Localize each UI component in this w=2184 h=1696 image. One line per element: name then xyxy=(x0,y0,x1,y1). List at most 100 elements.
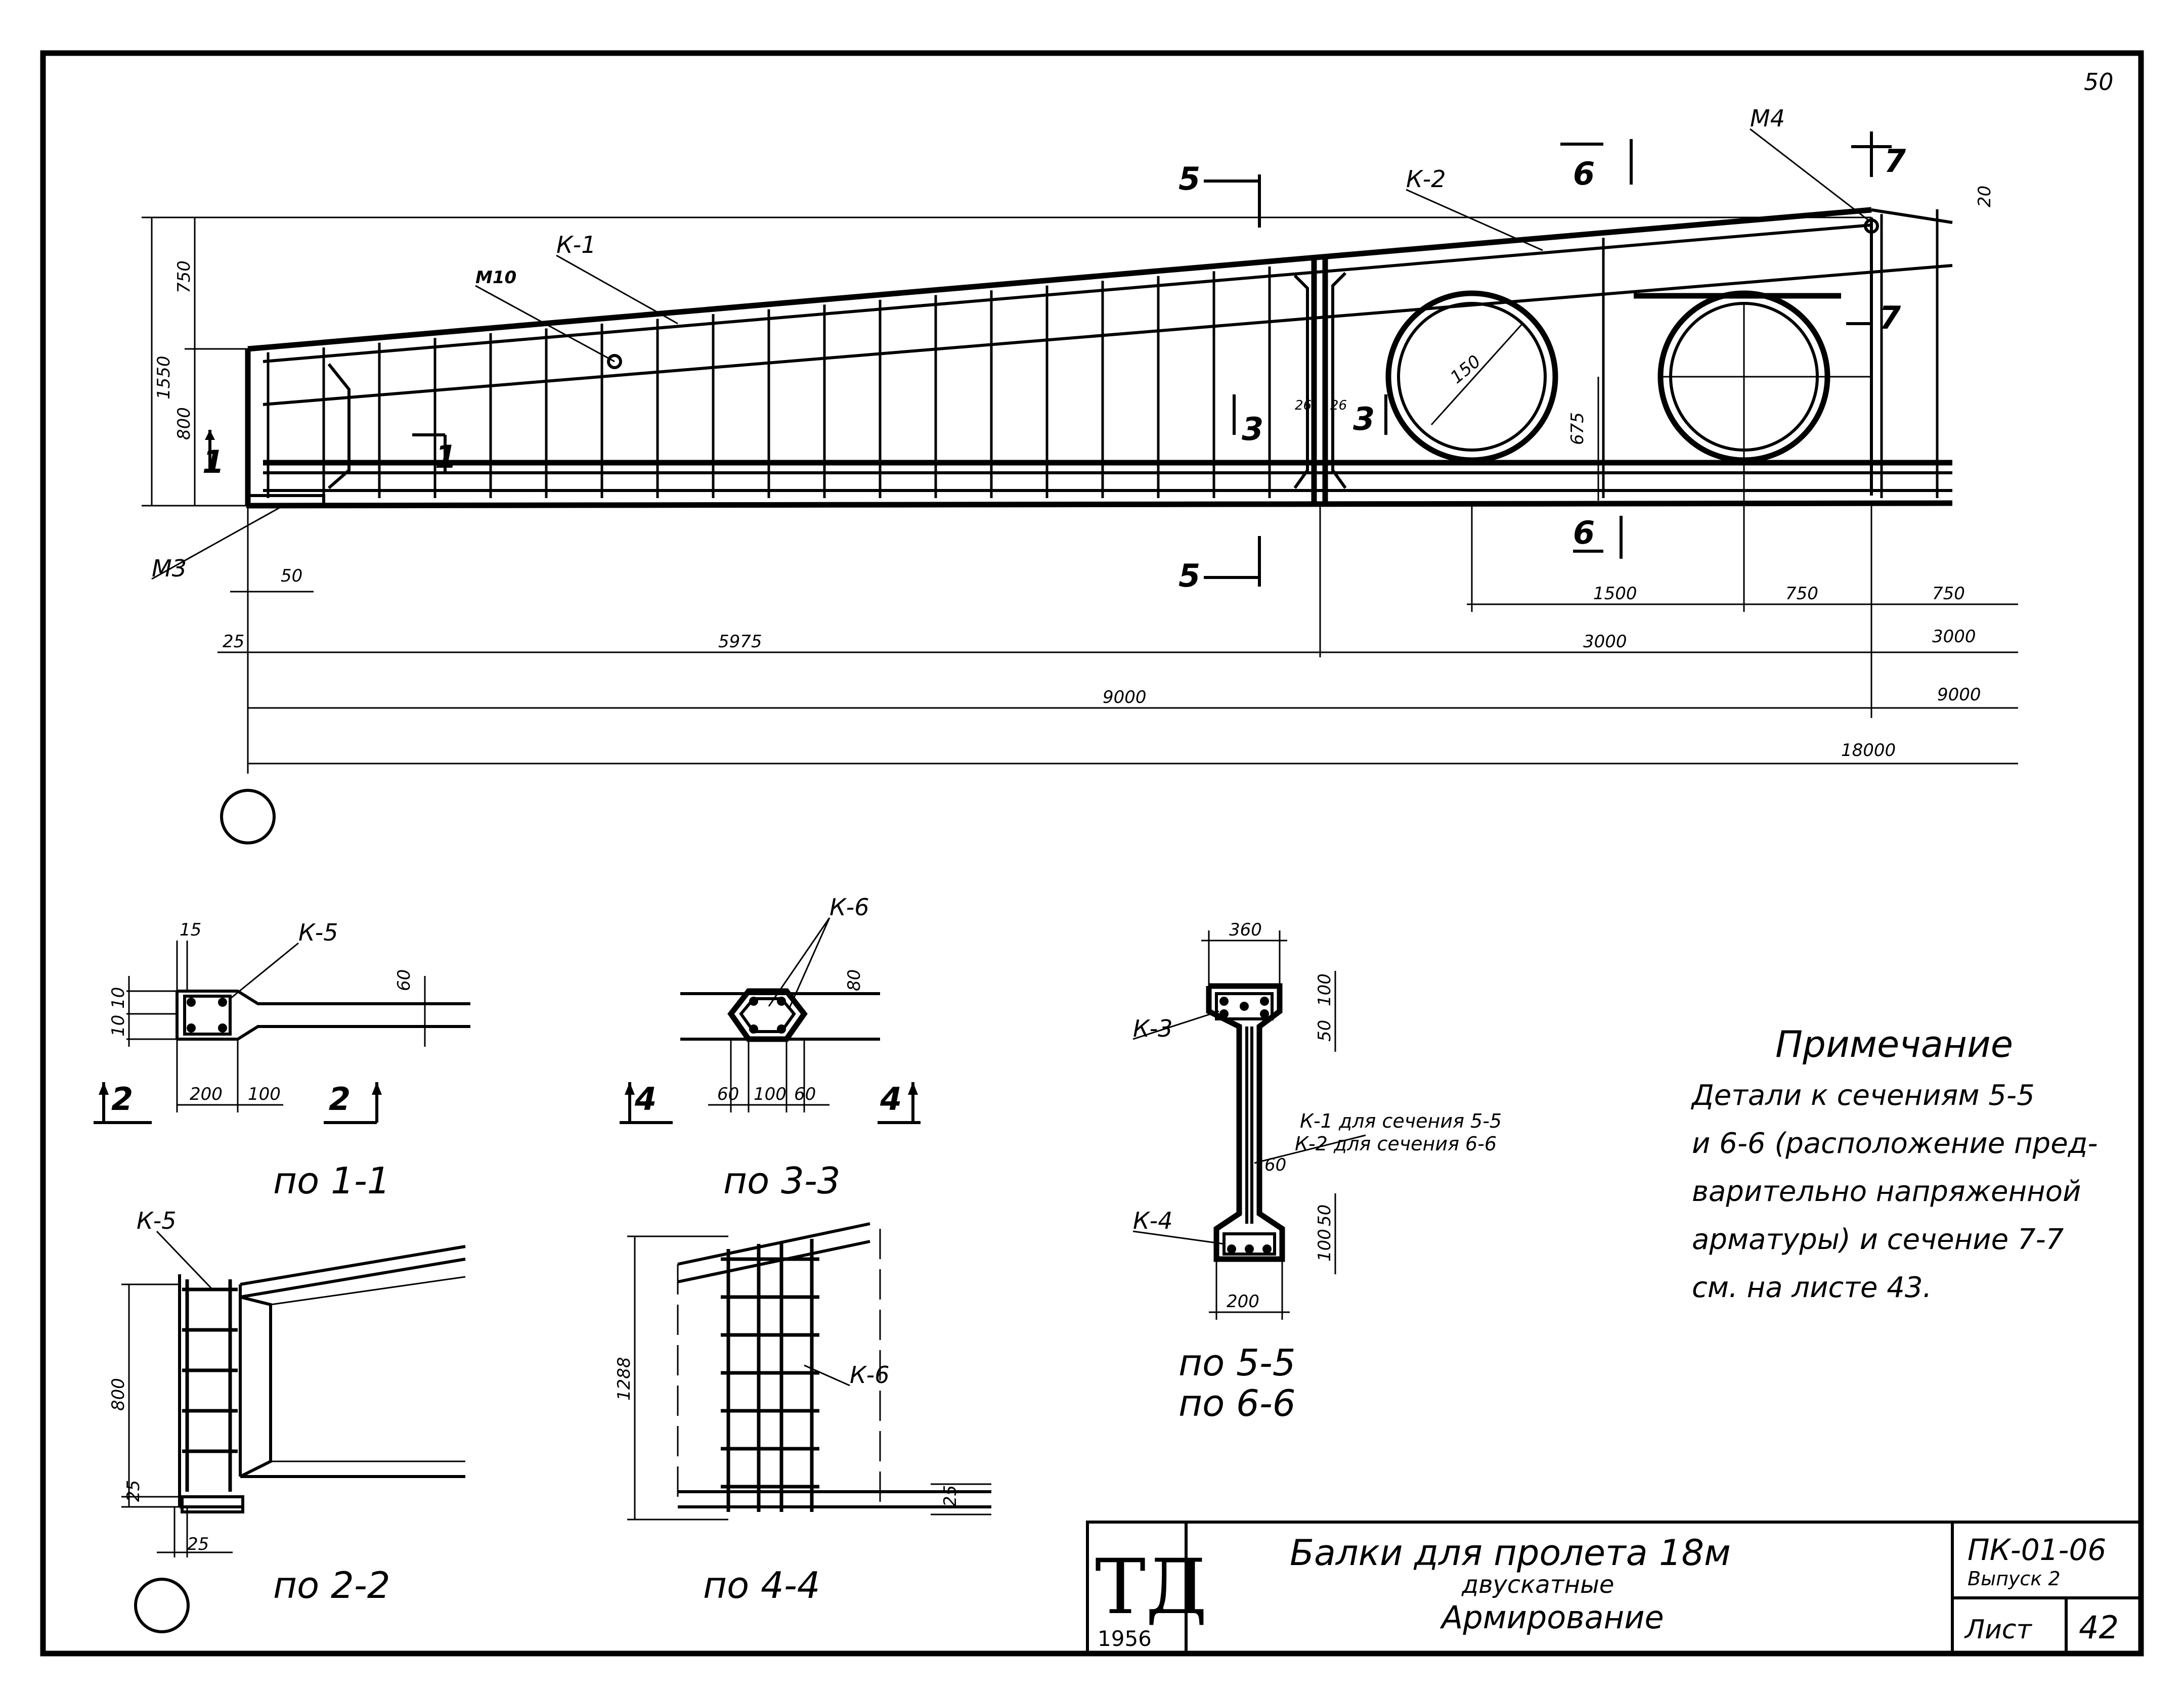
sec44-caption: по 4-4 xyxy=(703,1564,820,1606)
sec22-k5: К-5 xyxy=(137,1207,177,1234)
sec22-stirrups xyxy=(182,1287,238,1453)
leader-m3 xyxy=(151,505,284,580)
dim-26b: 26 xyxy=(1330,398,1347,413)
title-line-1: Балки для пролета 18м xyxy=(1290,1532,1731,1574)
opening-radius-line xyxy=(1430,323,1523,426)
m3-plate xyxy=(246,494,325,508)
section-4-4: 1288 К-6 25 по 4-4 xyxy=(614,1222,991,1606)
section-1-1: 10 10 15 К-5 60 200 100 2 2 по 1-1 xyxy=(94,919,470,1202)
sec33-dim-100: 100 xyxy=(754,1084,787,1104)
sec11-dim-200: 200 xyxy=(190,1084,223,1104)
doc-code: ПК-01-06 xyxy=(1968,1533,2106,1567)
dim-750: 750 xyxy=(174,260,194,293)
sec11-dim-100: 100 xyxy=(248,1084,281,1104)
label-k2: К-2 xyxy=(1406,165,1446,193)
section-mark-3-left: 3 xyxy=(1233,394,1263,448)
m10-embed xyxy=(607,354,622,369)
label-m3: М3 xyxy=(152,555,187,582)
dim-3000a: 3000 xyxy=(1583,632,1627,652)
stamp-logo: ТД xyxy=(1095,1543,1207,1631)
notes: Примечание Детали к сечениям 5-5 и 6-6 (… xyxy=(1690,1023,2098,1304)
sheet-number: 42 xyxy=(2079,1609,2119,1646)
notes-line-2: и 6-6 (расположение пред- xyxy=(1692,1127,2098,1160)
stirrups xyxy=(267,209,1939,498)
sec11-dim-60: 60 xyxy=(394,969,414,991)
section-mark-1-right: 1 xyxy=(412,433,457,475)
svg-text:5: 5 xyxy=(1178,160,1200,197)
section-mark-6-bottom: 6 xyxy=(1573,514,1623,559)
sec33-k6: К-6 xyxy=(829,894,869,921)
sec22-dim-25b: 25 xyxy=(187,1534,209,1554)
svg-text:3: 3 xyxy=(1353,400,1375,437)
sec11-k5: К-5 xyxy=(298,919,338,946)
svg-text:4: 4 xyxy=(880,1081,902,1118)
svg-text:4: 4 xyxy=(634,1081,657,1118)
prestress-line xyxy=(263,264,1953,406)
sec11-dim-10b: 10 xyxy=(108,1015,128,1037)
dim-25: 25 xyxy=(223,632,244,652)
sec55-caption-1: по 5-5 xyxy=(1178,1342,1296,1384)
sec55-dim-50b: 50 xyxy=(1315,1204,1335,1226)
sec33-dim-60a: 60 xyxy=(717,1084,739,1104)
sec55-dim-100a: 100 xyxy=(1315,973,1335,1006)
leader-k1 xyxy=(556,254,678,325)
leader-m10 xyxy=(475,285,615,363)
sec55-dim-360: 360 xyxy=(1229,920,1262,940)
axis-circle-sec22 xyxy=(134,1578,190,1633)
svg-text:5: 5 xyxy=(1178,557,1200,594)
beam-bottom-edge xyxy=(247,500,1953,509)
sec55-dim-50a: 50 xyxy=(1315,1020,1335,1042)
end-block-left xyxy=(327,363,351,489)
m4-embed xyxy=(1864,218,1879,234)
beam-top-end xyxy=(1871,208,1953,224)
label-m10: М10 xyxy=(475,267,516,288)
title-block: ТД 1956 Балки для пролета 18м двускатные… xyxy=(1086,1521,2143,1655)
label-m4: М4 xyxy=(1750,105,1785,132)
section-mark-5-top: 5 xyxy=(1178,160,1261,228)
sec55-caption-2: по 6-6 xyxy=(1178,1382,1296,1424)
section-mark-5-bottom: 5 xyxy=(1178,536,1261,594)
notes-line-1: Детали к сечениям 5-5 xyxy=(1690,1079,2035,1112)
notes-heading: Примечание xyxy=(1775,1023,2013,1065)
sec11-dim-15: 15 xyxy=(180,920,201,940)
dim-26a: 26 xyxy=(1295,398,1312,413)
sec55-k4: К-4 xyxy=(1133,1207,1173,1234)
web-opening-1-inner xyxy=(1397,302,1547,452)
joint-block-right xyxy=(1331,272,1347,489)
leader-k2 xyxy=(1406,189,1543,251)
sec33-dim-80: 80 xyxy=(844,969,864,991)
sec55-k1note: К-1 для сечения 5-5 xyxy=(1300,1110,1502,1132)
sec33-caption: по 3-3 xyxy=(723,1159,841,1202)
sec44-stirrups xyxy=(721,1257,819,1489)
svg-text:1: 1 xyxy=(202,443,224,480)
sec11-mark-left: 2 xyxy=(94,1081,152,1124)
section-2-2: К-5 800 25 25 по 2-2 xyxy=(108,1207,466,1633)
sec11-outline-bot xyxy=(177,1025,470,1041)
sec44-dim-25: 25 xyxy=(940,1485,960,1507)
beam-top-edge xyxy=(247,207,1872,352)
sec11-outline-top xyxy=(177,990,470,1005)
svg-text:2: 2 xyxy=(329,1081,351,1118)
joint-block-left xyxy=(1293,274,1309,489)
title-line-3: Армирование xyxy=(1439,1599,1664,1636)
sec44-dim-1288: 1288 xyxy=(614,1357,634,1401)
dim-50: 50 xyxy=(281,566,302,586)
svg-text:1: 1 xyxy=(435,438,457,475)
page-number: 50 xyxy=(2084,68,2114,96)
doc-issue: Выпуск 2 xyxy=(1968,1568,2061,1590)
web-opening-1 xyxy=(1385,290,1558,463)
dim-750c: 750 xyxy=(1932,584,1965,604)
dim-18000: 18000 xyxy=(1841,740,1896,761)
notes-line-5: см. на листе 43. xyxy=(1692,1271,1932,1304)
svg-text:3: 3 xyxy=(1242,411,1263,448)
sheet-label: Лист xyxy=(1964,1615,2032,1645)
sec33-dim-60b: 60 xyxy=(794,1084,816,1104)
dim-675: 675 xyxy=(1567,412,1588,445)
label-k1: К-1 xyxy=(556,231,596,258)
svg-text:7: 7 xyxy=(1884,143,1906,180)
dim-5975: 5975 xyxy=(718,632,762,652)
sec44-k6: К-6 xyxy=(850,1361,890,1389)
section-mark-6-top: 6 xyxy=(1560,139,1633,192)
section-mark-7-top: 7 xyxy=(1851,131,1906,180)
